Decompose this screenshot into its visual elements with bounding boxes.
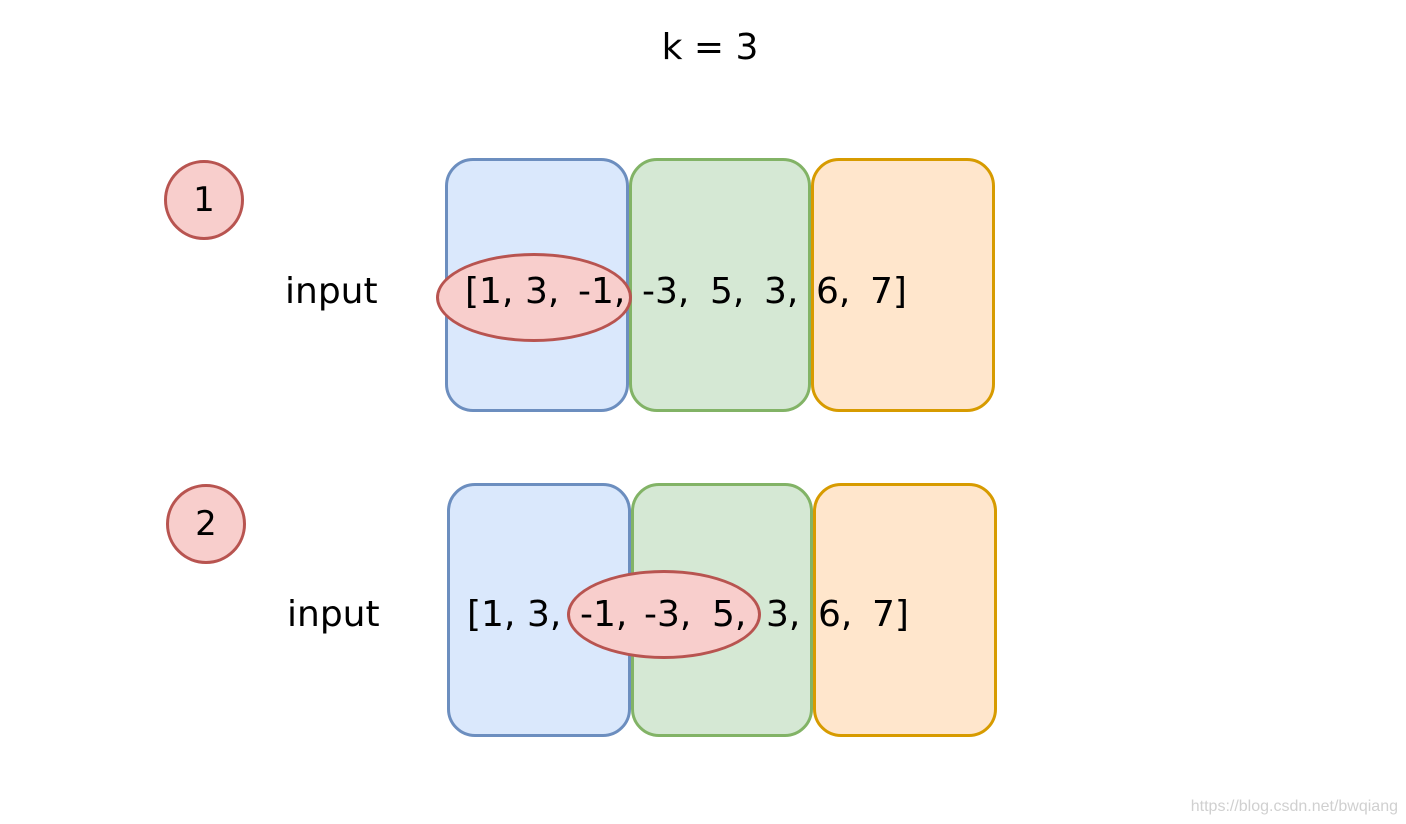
watermark-text: https://blog.csdn.net/bwqiang (1190, 798, 1398, 815)
row1-block-green (629, 158, 811, 412)
row2-token: 5, (712, 594, 747, 635)
row1-token: -1, (578, 271, 626, 312)
row2-step-badge: 2 (166, 484, 246, 564)
row1-token: 5, (710, 271, 745, 312)
row2-input-label: input (287, 594, 380, 635)
row1-token: 3, (525, 271, 560, 312)
diagram-title: k = 3 (661, 27, 759, 68)
row2-token: [1, (467, 594, 516, 635)
row1-token: [1, (465, 271, 514, 312)
row2-token: 6, (818, 594, 853, 635)
row1-step-badge: 1 (164, 160, 244, 240)
row1-token: 7] (870, 271, 907, 312)
row2-token: 3, (527, 594, 562, 635)
row1-input-label: input (285, 271, 378, 312)
row1-token: 3, (764, 271, 799, 312)
row2-token: 7] (872, 594, 909, 635)
row1-token: 6, (816, 271, 851, 312)
row2-token: 3, (766, 594, 801, 635)
row2-window-highlight (567, 570, 761, 659)
row2-token: -3, (644, 594, 692, 635)
row2-token: -1, (580, 594, 628, 635)
row1-block-orange (811, 158, 995, 412)
row1-window-highlight (436, 253, 632, 342)
row2-block-orange (813, 483, 997, 737)
row1-token: -3, (642, 271, 690, 312)
